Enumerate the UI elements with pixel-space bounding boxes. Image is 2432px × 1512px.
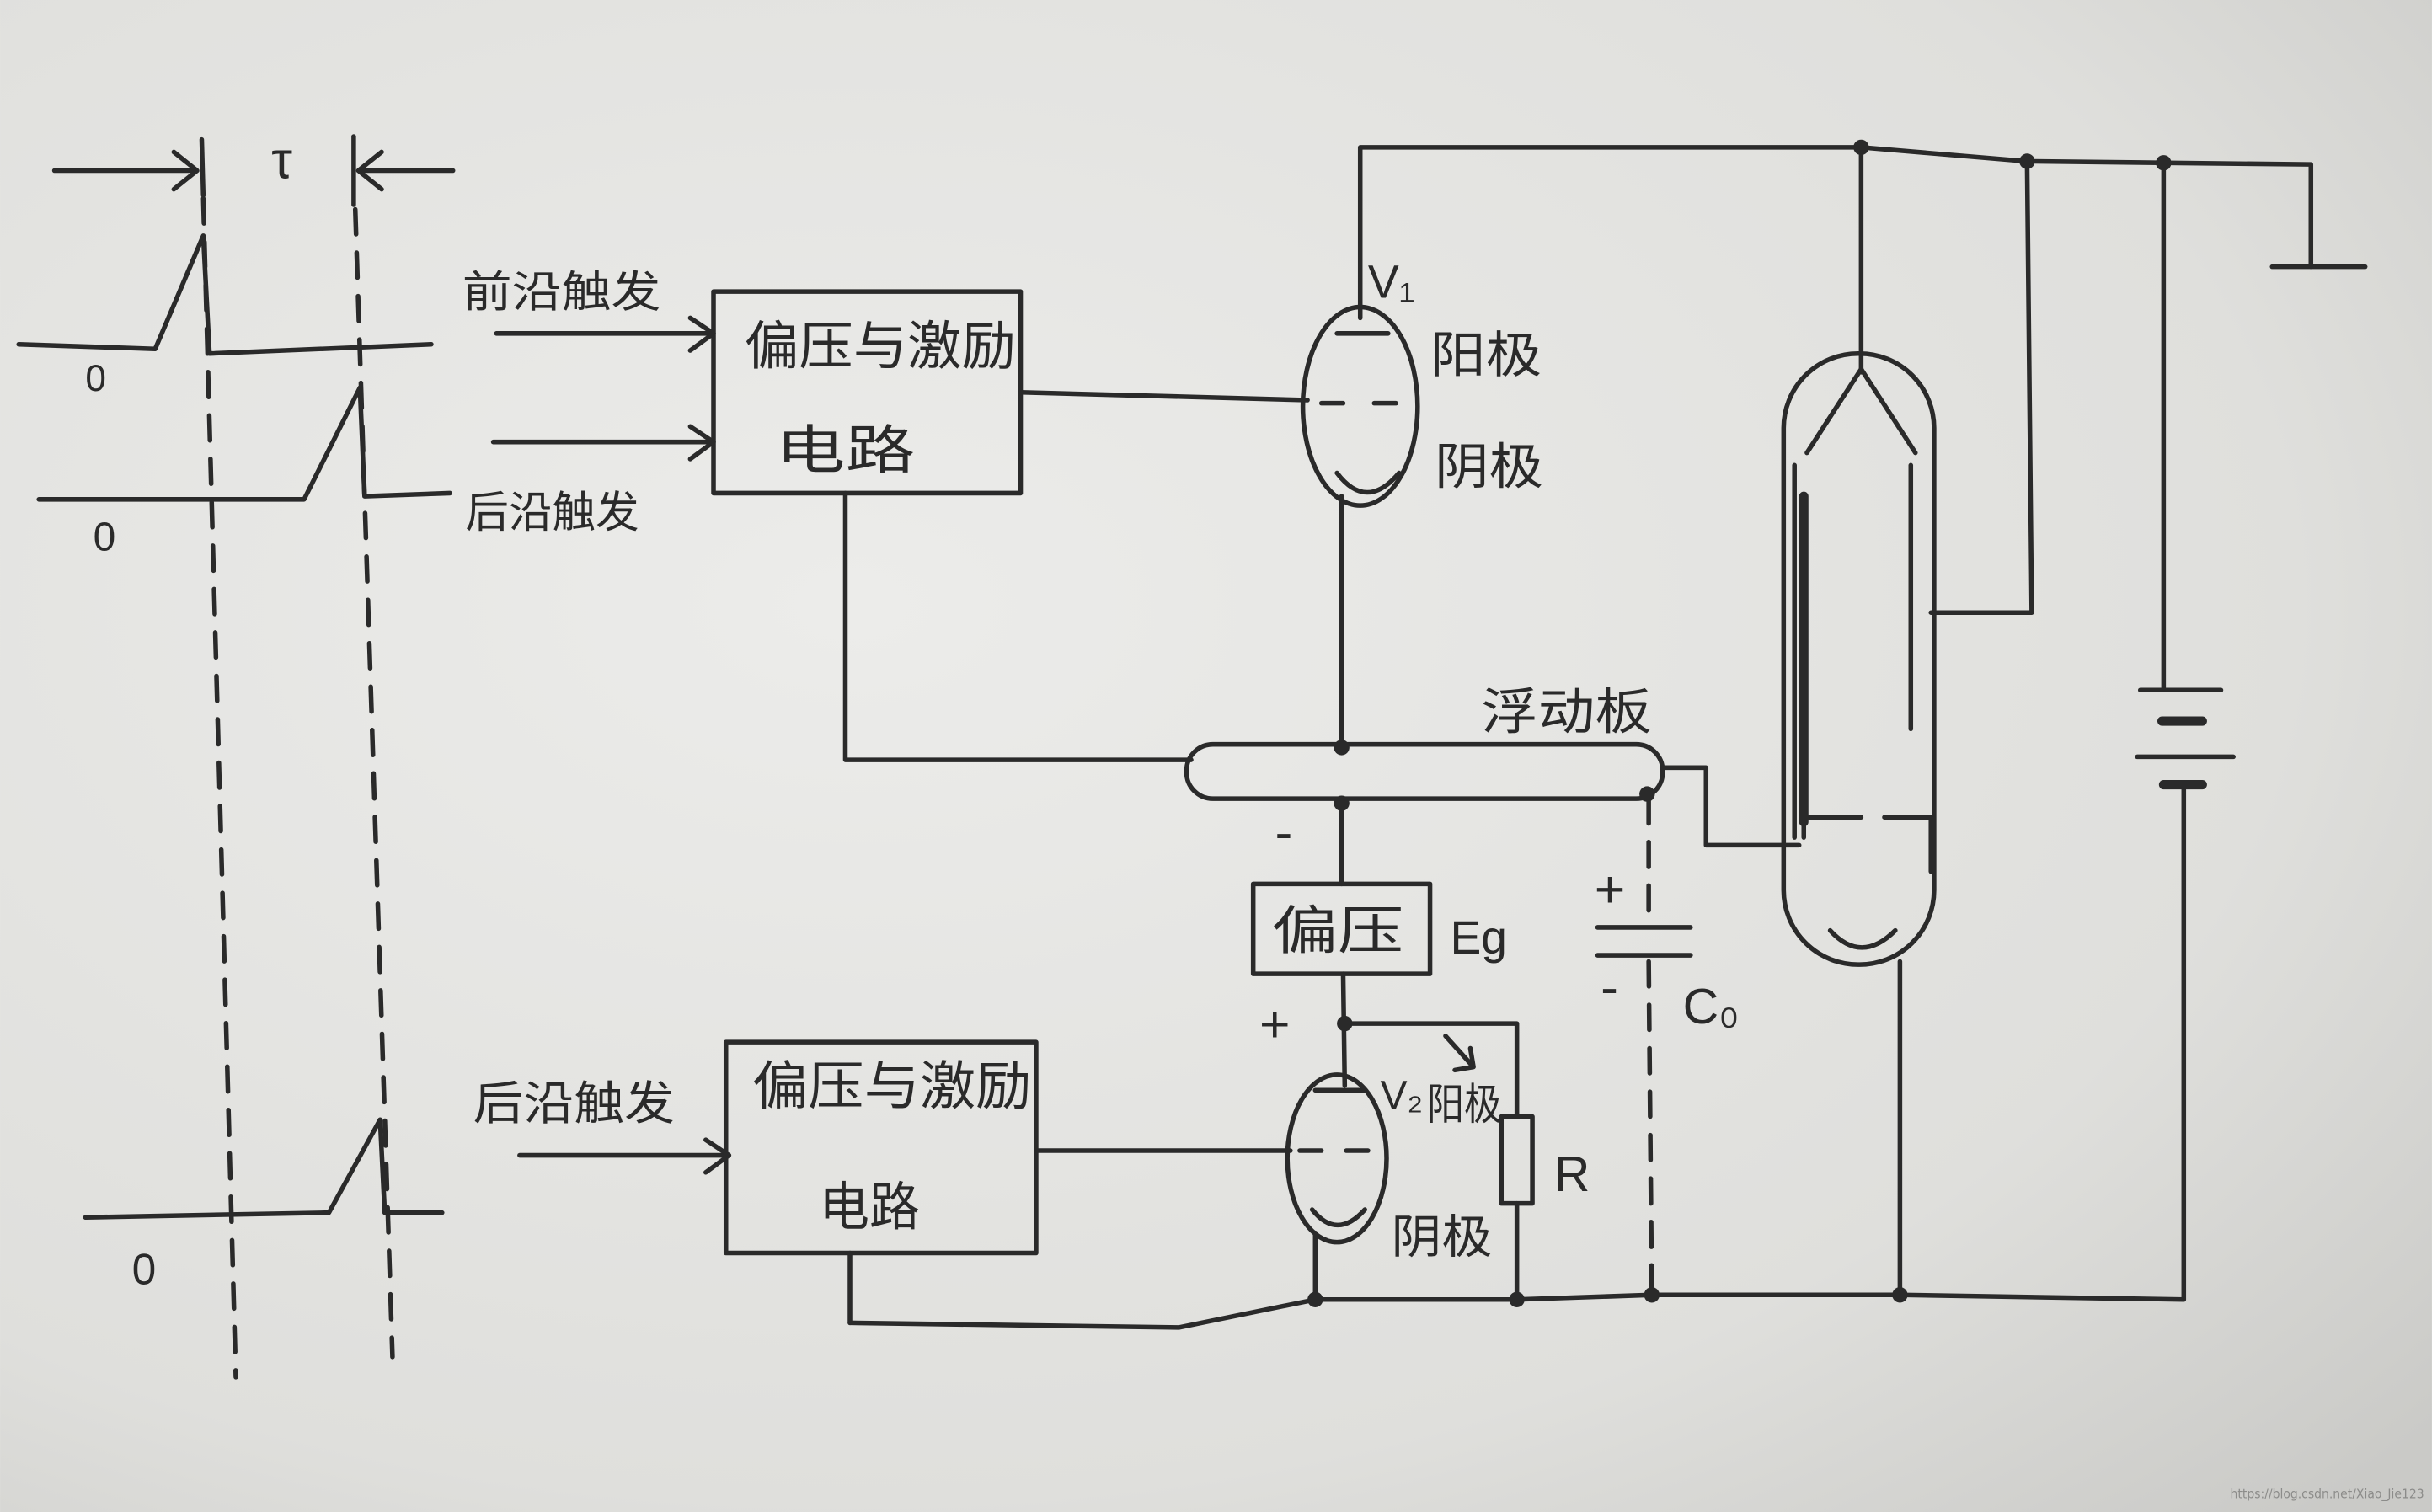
crt-cathode (1827, 927, 1898, 950)
crt-anode (1804, 366, 1918, 456)
junction-dot (1639, 786, 1655, 802)
wire-driver-top-to-plate (842, 490, 1194, 762)
bias-supply: 偏压 Eg + (1250, 881, 1507, 1054)
floating-plate-label: 浮动板 (1481, 685, 1652, 740)
tube-v2-anode-label: 阳极 (1427, 1080, 1501, 1129)
waveform-trailing-trigger-top (36, 385, 452, 502)
junction-dot (1892, 1287, 1908, 1303)
trailing-trigger-label-top: 后沿触发 (465, 488, 639, 537)
trailing-trigger-arrow-bottom-head (703, 1137, 732, 1175)
junctions (1307, 139, 2172, 1307)
annotation-stroke (1443, 1034, 1476, 1073)
trigger-inputs: 前沿触发 后沿触发 后沿触发 (462, 268, 732, 1175)
tube-v2-envelope (1285, 1072, 1389, 1245)
tube-v2: V₂ 阳极 阴极 (1285, 1072, 1501, 1264)
waveform-trailing-trigger-bottom (83, 1117, 445, 1220)
wire-v2-anode-to-resistor (1342, 1021, 1520, 1119)
bias-symbol-label: Eg (1450, 911, 1507, 964)
timing-arrow-right-head (355, 149, 384, 192)
bias-box (1250, 881, 1433, 976)
tube-v2-cathode (1309, 1207, 1367, 1228)
crt-tube (1781, 145, 1937, 1298)
junction-dot (1644, 1287, 1660, 1303)
origin-label-2: 0 (94, 516, 116, 560)
junction-dot (1853, 139, 1869, 156)
wire-rail-to-crt (1928, 158, 2034, 615)
bias-driver-bottom-label-line1: 偏压与激励 (752, 1057, 1031, 1116)
tube-v2-label: V₂ (1381, 1073, 1424, 1118)
bias-driver-bottom: 偏压与激励 电路 (723, 1039, 1039, 1256)
crt-grid-left (1801, 815, 1864, 840)
bias-driver-top: 偏压与激励 电路 (711, 289, 1024, 496)
timing-bar-left (199, 136, 206, 198)
capacitor-plus-label: + (1595, 860, 1626, 919)
tube-v1-envelope (1300, 304, 1420, 508)
tube-v1-anode-label: 阳极 (1430, 329, 1542, 383)
capacitor-minus-label: - (1601, 958, 1618, 1017)
crt-grid-right (1882, 815, 1933, 874)
dashed-guide-leading (200, 195, 238, 1380)
timing-section: τ 0 0 0 (16, 131, 456, 1380)
junction-dot (1307, 1291, 1323, 1307)
junction-dot (1334, 740, 1350, 756)
floating-plate-group: 浮动板 - (1184, 685, 1665, 862)
tube-v1-cathode (1334, 470, 1402, 495)
wire-top-rail (1357, 145, 2314, 321)
trailing-trigger-label-bottom: 后沿触发 (473, 1077, 675, 1130)
leading-trigger-label: 前沿触发 (462, 268, 661, 317)
origin-label-3: 0 (132, 1244, 157, 1293)
floating-plate (1184, 741, 1665, 801)
bias-driver-bottom-label-line2: 电路 (819, 1178, 920, 1237)
capacitor-lead-bottom (1646, 959, 1654, 1295)
bias-driver-box-bottom (723, 1039, 1039, 1256)
resistor: R (1499, 1114, 1590, 1206)
drawing: τ 0 0 0 前沿触发 后沿触发 后沿触发 偏压与激励 电 (16, 131, 2368, 1380)
junction-dot (1509, 1291, 1525, 1307)
wiring (842, 145, 2368, 1330)
wire-bottom-rail (847, 783, 2187, 1330)
tube-v2-cathode-label: 阴极 (1392, 1211, 1493, 1264)
bias-plus-label: + (1259, 995, 1291, 1054)
tau-label: τ (271, 131, 292, 190)
tube-v1-cathode-label: 阴极 (1435, 440, 1543, 494)
resistor-label: R (1554, 1147, 1590, 1202)
junction-dot (2019, 153, 2035, 169)
watermark-text: https://blog.csdn.net/Xiao_Jie123 (2231, 1487, 2424, 1501)
timing-arrow-left-head (171, 149, 200, 192)
junction-dot (1337, 1015, 1353, 1032)
tube-v1-label: V₁ (1368, 255, 1414, 307)
origin-label-1: 0 (85, 358, 106, 399)
wire-v1-grid (1018, 390, 1310, 403)
waveform-leading-trigger (16, 233, 434, 356)
battery (2135, 687, 2236, 790)
resistor-r (1499, 1114, 1535, 1206)
capacitor-label: C₀ (1683, 980, 1740, 1034)
junction-dot (2156, 155, 2172, 171)
bias-driver-top-label-line1: 偏压与激励 (745, 318, 1016, 377)
bias-driver-top-label-line2: 电路 (776, 421, 916, 480)
wire-plate-to-crt (1660, 765, 1802, 848)
bias-label: 偏压 (1272, 902, 1403, 961)
capacitor-c0: + - C₀ (1595, 796, 1740, 1295)
junction-dot (1334, 795, 1350, 811)
tube-v1: V₁ 阳极 阴极 (1300, 255, 1543, 508)
floating-plate-minus-label: - (1275, 803, 1292, 862)
